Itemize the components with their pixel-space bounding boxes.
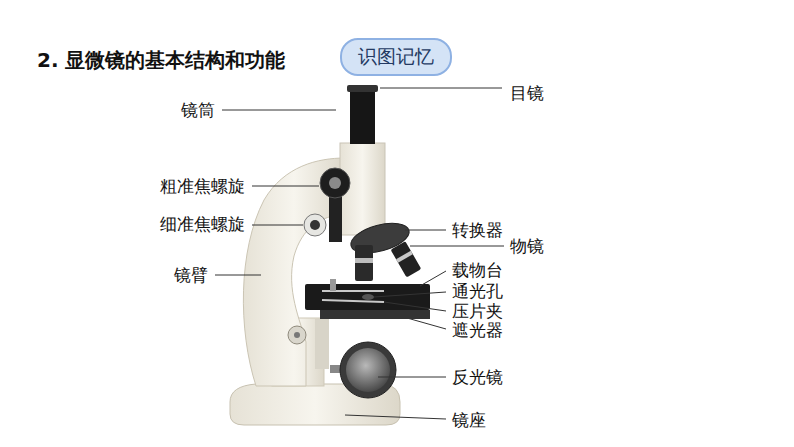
part-label: 粗准焦螺旋 — [160, 177, 245, 196]
part-label: 转换器 — [452, 221, 503, 240]
slide-title: 2. 显微镜的基本结构和功能 — [37, 47, 285, 74]
part-label: 压片夹 — [452, 302, 503, 321]
part-label: 镜座 — [452, 411, 486, 430]
part-label: 细准焦螺旋 — [160, 215, 245, 234]
badge-pill: 识图记忆 — [340, 38, 452, 76]
badge-text: 识图记忆 — [358, 44, 434, 70]
part-label: 通光孔 — [452, 282, 503, 301]
part-label: 遮光器 — [452, 321, 503, 340]
part-label: 物镜 — [510, 237, 544, 256]
part-label: 镜臂 — [174, 266, 208, 285]
part-label: 载物台 — [452, 261, 503, 280]
part-label: 镜筒 — [181, 101, 215, 120]
part-label: 目镜 — [510, 84, 544, 103]
part-label: 反光镜 — [452, 368, 503, 387]
